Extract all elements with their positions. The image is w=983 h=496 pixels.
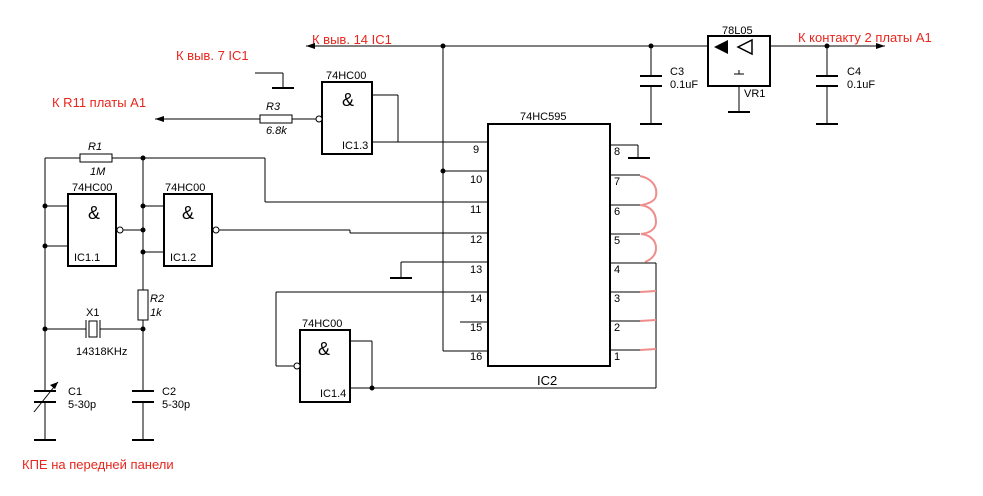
- ic2-pin-8: 8: [614, 146, 620, 158]
- ic2-pin-4: 4: [614, 264, 620, 276]
- ic1-4-type: 74HC00: [302, 318, 342, 330]
- gate-ic1-1: 74HC00 & IC1.1: [67, 182, 143, 267]
- pin13-ground: [390, 261, 488, 279]
- ic2-pin-5: 5: [614, 235, 620, 247]
- c3-name: C3: [670, 66, 684, 78]
- c4-value: 0.1uF: [847, 79, 875, 91]
- gate-ic1-3: 74HC00 & IC1.3: [315, 70, 488, 155]
- vr1-regulator: 78L05 VR1: [707, 25, 771, 113]
- r1-name: R1: [88, 141, 102, 153]
- ic1-1-type: 74HC00: [72, 182, 112, 194]
- vcc-wire: [440, 46, 488, 352]
- ic1-4-label: IC1.4: [320, 388, 346, 400]
- crystal-x1: X1 14318KHz: [45, 307, 143, 358]
- label-to-r11: К R11 платы A1: [52, 95, 146, 110]
- r3-name: R3: [266, 101, 281, 113]
- ic2-pin-7: 7: [614, 176, 620, 188]
- ic2-pin-10: 10: [470, 174, 482, 186]
- ic2-pin-14: 14: [470, 293, 482, 305]
- ic2-74hc595: 74HC595 IC2 9 10 11 12 13 14 15 16 8 7 6…: [276, 111, 657, 388]
- gate-ic1-2: 74HC00 & IC1.2: [163, 182, 488, 267]
- r2-value: 1k: [150, 307, 162, 319]
- r2-name: R2: [150, 293, 164, 305]
- ic1-4-symbol: &: [318, 339, 330, 359]
- ic1-1-symbol: &: [88, 203, 100, 223]
- label-to-pin7: К выв. 7 IC1: [176, 48, 249, 63]
- c3-value: 0.1uF: [670, 79, 698, 91]
- ic1-3-label: IC1.3: [342, 140, 368, 152]
- pin7-ground: [255, 72, 294, 89]
- ic2-name: IC2: [537, 373, 557, 388]
- ic1-2-type: 74HC00: [165, 182, 205, 194]
- ic1-1-label: IC1.1: [74, 252, 100, 264]
- ic2-pin-1: 1: [614, 351, 620, 363]
- label-to-contact2: К контакту 2 платы A1: [798, 30, 932, 45]
- capacitor-c2: C2 5-30p: [132, 386, 190, 441]
- osc-mid-wire: [140, 158, 164, 290]
- x1-value: 14318KHz: [76, 346, 127, 358]
- ic1-3-symbol: &: [342, 90, 354, 110]
- c4-name: C4: [847, 66, 861, 78]
- label-kpe: КПЕ на передней панели: [22, 457, 174, 472]
- r1-value: 1M: [90, 166, 106, 178]
- ic2-pin-12: 12: [470, 234, 482, 246]
- capacitor-c4: C4 0.1uF: [816, 46, 875, 125]
- ic2-pin-9: 9: [473, 144, 479, 156]
- ic2-pin-16: 16: [470, 351, 482, 363]
- ic2-pin-6: 6: [614, 206, 620, 218]
- c2-name: C2: [162, 386, 176, 398]
- capacitor-c1: C1 5-30p: [33, 381, 96, 441]
- r3-value: 6.8k: [266, 125, 287, 137]
- vr1-type: 78L05: [722, 25, 753, 37]
- ic2-pin-15: 15: [470, 322, 482, 334]
- c2-value: 5-30p: [162, 399, 190, 411]
- resistor-r1: R1 1M: [45, 141, 488, 203]
- ic1-2-label: IC1.2: [170, 252, 196, 264]
- ic1-3-type: 74HC00: [326, 70, 366, 82]
- c1-name: C1: [68, 386, 82, 398]
- x1-name: X1: [86, 307, 99, 319]
- ic2-type: 74HC595: [520, 111, 566, 123]
- ic2-pin-11: 11: [470, 204, 481, 216]
- pen-marks: [639, 175, 658, 351]
- label-to-pin14: К выв. 14 IC1: [312, 32, 392, 47]
- ic1-2-symbol: &: [182, 203, 194, 223]
- capacitor-c3: C3 0.1uF: [640, 46, 698, 125]
- c1-value: 5-30p: [68, 399, 96, 411]
- ic2-pin-2: 2: [614, 322, 620, 334]
- ic2-pin-3: 3: [614, 293, 620, 305]
- ic2-pin-13: 13: [470, 264, 482, 276]
- gate-ic1-4: 74HC00 & IC1.4: [275, 292, 656, 403]
- vr1-label: VR1: [744, 88, 765, 100]
- resistor-r3: R3 6.8k: [155, 101, 316, 137]
- resistor-r2: R2 1k: [137, 289, 164, 390]
- osc-left-wire: [42, 158, 68, 390]
